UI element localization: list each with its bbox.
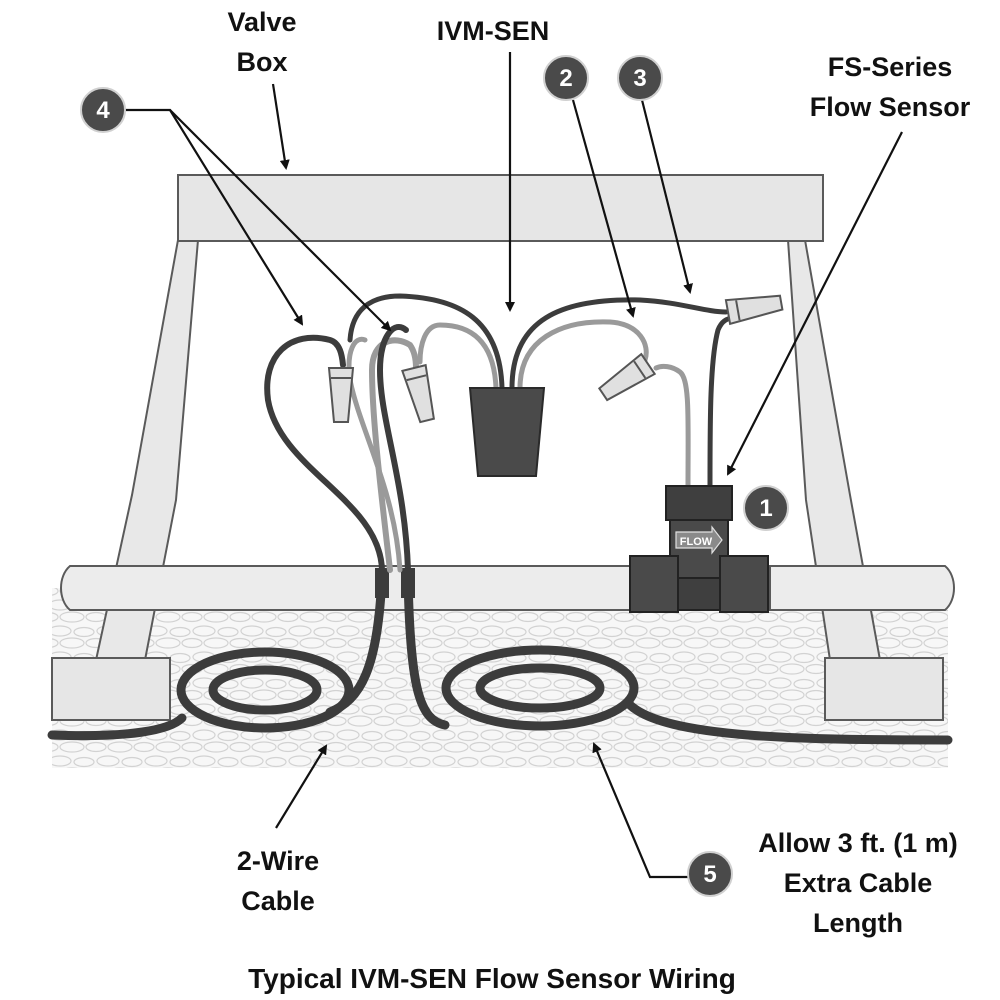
label-cable: Cable <box>241 886 315 916</box>
cable-coil-right <box>403 570 953 745</box>
diagram-caption: Typical IVM-SEN Flow Sensor Wiring <box>248 963 736 994</box>
callout-2: 2 <box>543 55 589 101</box>
callout-4: 4 <box>80 87 126 133</box>
wire-bundle <box>264 293 737 573</box>
callout-1-number: 1 <box>759 495 772 522</box>
callout-5-number: 5 <box>703 861 716 888</box>
label-valve-box: Valve Box <box>227 7 296 77</box>
water-pipe <box>60 565 955 611</box>
callout-2-number: 2 <box>559 65 572 92</box>
arrow-valve-box <box>271 83 290 170</box>
arrow-fs-series <box>727 131 903 476</box>
leader-arrows <box>125 52 903 879</box>
callout-3-number: 3 <box>633 65 646 92</box>
label-2-wire: 2-Wire <box>237 846 319 876</box>
callout-5: 5 <box>687 851 733 897</box>
ivm-sen-module <box>468 387 546 477</box>
label-length: Length <box>813 908 903 938</box>
callout-1: 1 <box>743 485 789 531</box>
arrow-2 <box>571 99 636 318</box>
connector-left-2 <box>401 363 435 424</box>
label-box: Box <box>236 47 287 77</box>
wire-connectors <box>327 294 784 424</box>
callout-4-number: 4 <box>96 97 110 124</box>
arrow-3 <box>640 99 693 294</box>
two-wire-jacket <box>375 568 415 598</box>
callout-3: 3 <box>617 55 663 101</box>
label-allow-3-ft: Allow 3 ft. (1 m) <box>758 828 958 858</box>
label-ivm-sen: IVM-SEN <box>437 16 550 46</box>
label-valve: Valve <box>227 7 296 37</box>
connector-right-3 <box>724 294 784 326</box>
flow-arrow-label: FLOW <box>680 536 713 548</box>
connector-right-2 <box>597 352 657 402</box>
label-fs-series-flow-sensor: FS-Series Flow Sensor <box>810 52 971 122</box>
label-extra-cable-length: Allow 3 ft. (1 m) Extra Cable Length <box>758 828 958 938</box>
fs-flow-sensor: FLOW <box>629 485 769 613</box>
arrow-5 <box>592 742 688 879</box>
gravel-ground <box>52 588 948 768</box>
label-extra-cable: Extra Cable <box>784 868 933 898</box>
arrow-4b <box>169 109 392 332</box>
label-2-wire-cable: 2-Wire Cable <box>237 846 319 916</box>
valve-box <box>51 174 944 721</box>
label-fs-series: FS-Series <box>828 52 953 82</box>
cable-coil-left <box>47 570 387 741</box>
arrow-2-wire <box>275 744 328 829</box>
label-flow-sensor: Flow Sensor <box>810 92 971 122</box>
connector-left-1 <box>327 367 355 423</box>
